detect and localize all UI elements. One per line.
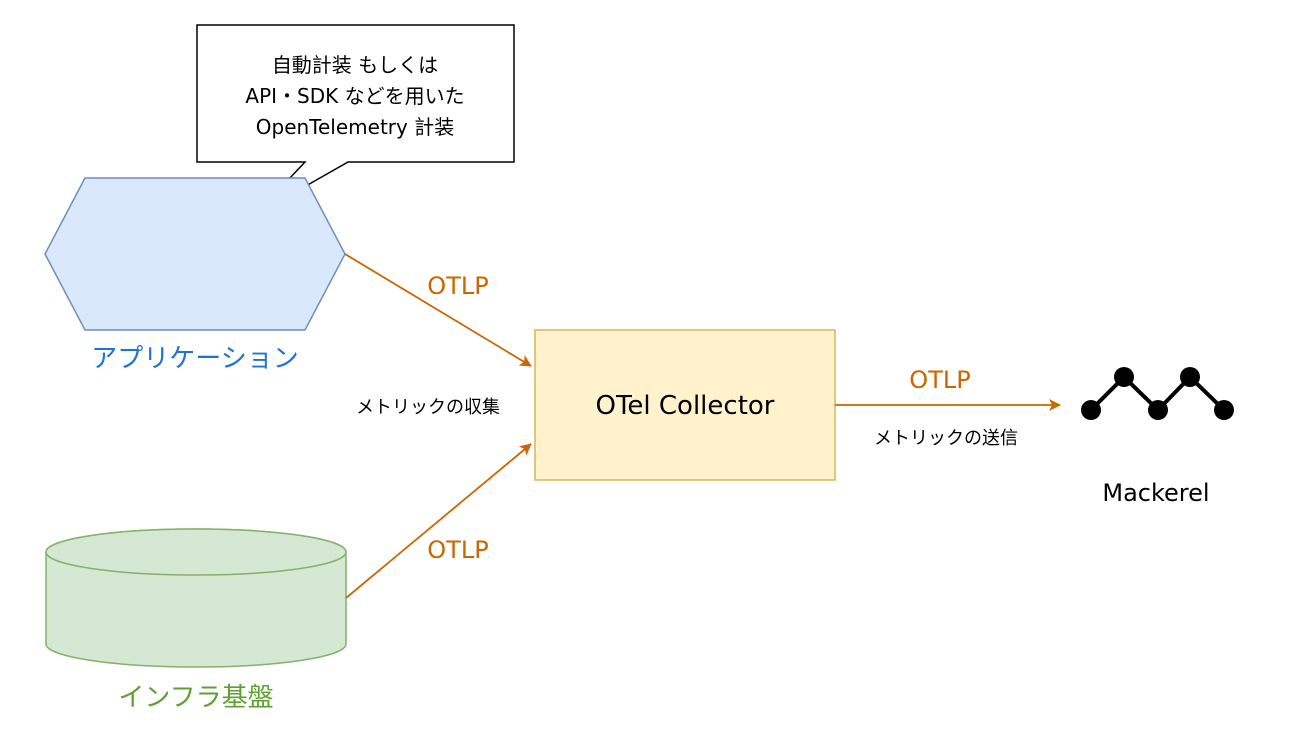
infrastructure-cylinder-top [45,528,347,576]
mackerel-label: Mackerel [1102,479,1209,507]
edge-label-app-otlp: OTLP [427,272,488,300]
infrastructure-label: インフラ基盤 [118,683,273,713]
edge-app-to-collector [344,253,532,367]
collector-box [534,329,836,481]
send-note: メトリックの送信 [874,428,1018,449]
edge-label-infra-otlp: OTLP [427,536,488,564]
edge-label-mackerel-otlp: OTLP [909,366,970,394]
application-label: アプリケーション [91,344,298,374]
infrastructure-node: インフラ基盤 [45,528,347,713]
callout-line-3: OpenTelemetry 計装 [256,115,454,139]
edge-infra-to-collector [345,443,532,599]
mackerel-logo-icon [1081,367,1234,420]
callout-bubble: 自動計装 もしくは API・SDK などを用いた OpenTelemetry 計… [196,24,515,216]
edges: OTLP OTLP OTLP メトリックの収集 メトリックの送信 [344,253,1061,599]
callout-line-1: 自動計装 もしくは [272,53,438,77]
mackerel-node: Mackerel [1081,367,1234,507]
collect-note: メトリックの収集 [356,397,500,418]
application-node: アプリケーション [44,177,346,374]
application-hexagon [44,177,346,331]
collector-label: OTel Collector [595,391,774,421]
collector-node: OTel Collector [534,329,836,481]
callout-line-2: API・SDK などを用いた [245,84,464,108]
